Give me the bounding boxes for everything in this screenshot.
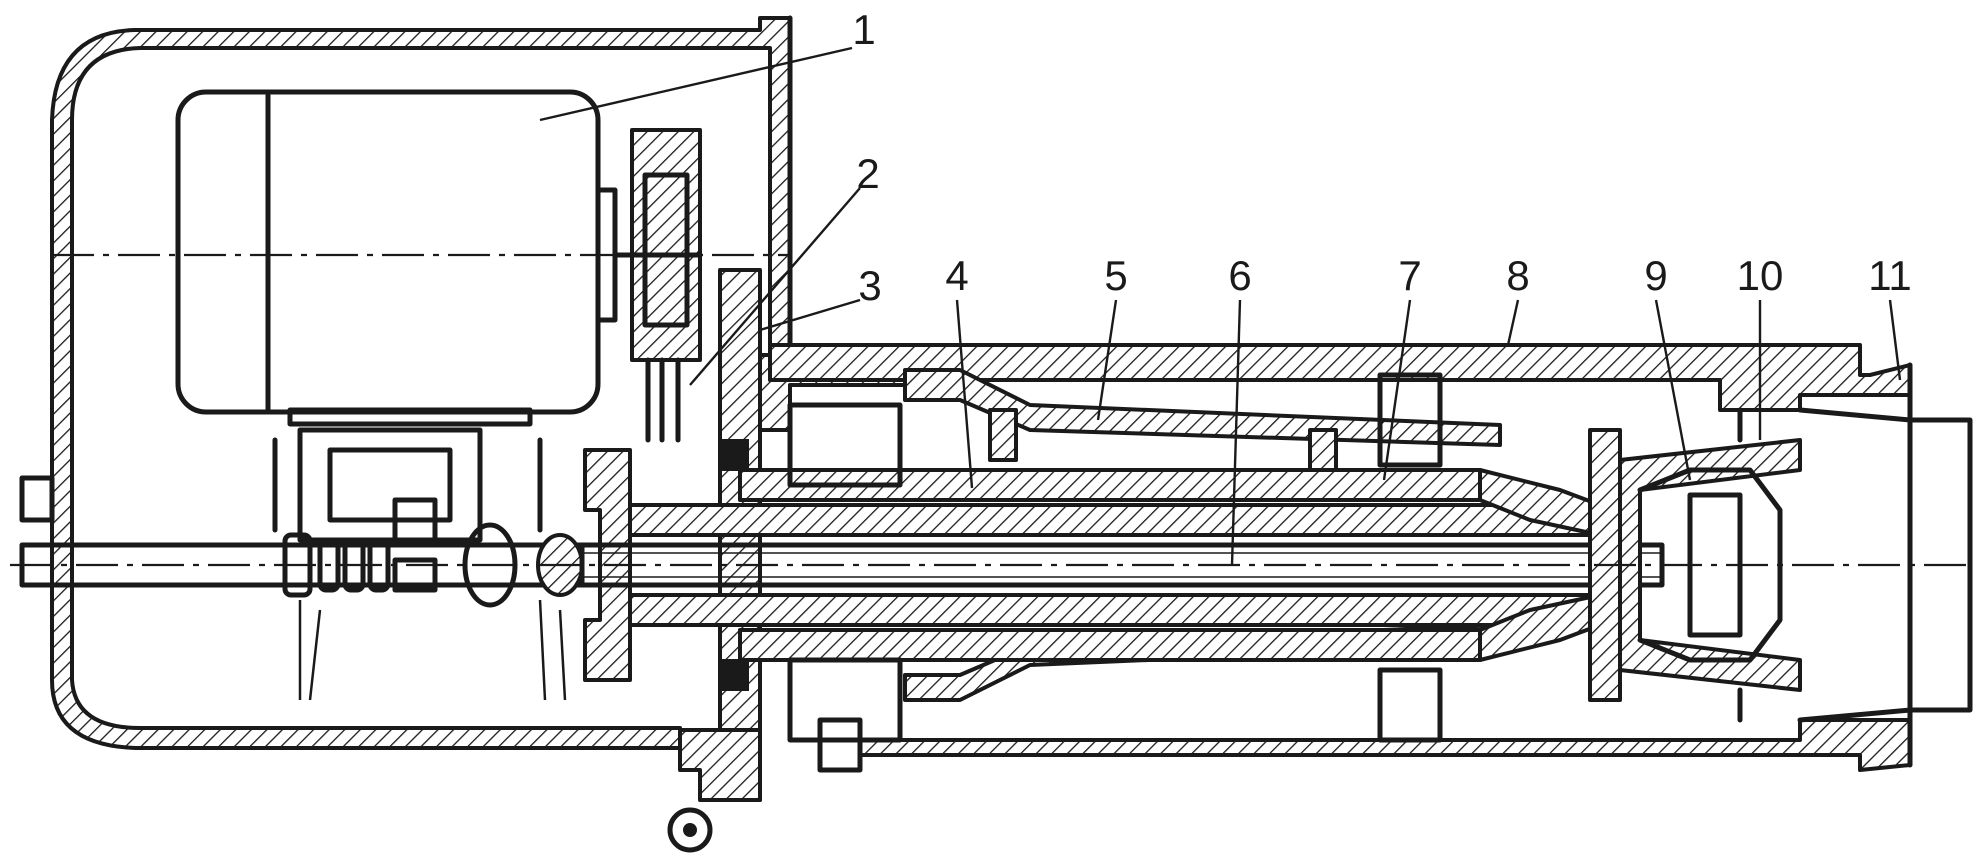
callout-4: 4 [945, 252, 968, 299]
callout-1: 1 [852, 6, 875, 53]
callout-9: 9 [1644, 252, 1667, 299]
pulley [612, 128, 703, 362]
callout-8: 8 [1506, 252, 1529, 299]
spindle-tube [628, 402, 1602, 743]
callout-6: 6 [1228, 252, 1251, 299]
callout-3: 3 [858, 262, 881, 309]
electric-motor [175, 89, 618, 427]
callout-2: 2 [856, 150, 879, 197]
leader-lines [539, 46, 1902, 566]
center-lines [10, 253, 1975, 567]
belt-rods [645, 357, 681, 443]
callout-10: 10 [1737, 252, 1784, 299]
callout-7: 7 [1398, 252, 1421, 299]
motor-mount [272, 427, 567, 701]
motor-housing [19, 15, 793, 750]
callout-11: 11 [1868, 252, 1912, 299]
callout-5: 5 [1104, 252, 1127, 299]
fittings [817, 408, 1338, 773]
callouts: 1 2 3 4 5 6 7 8 9 10 11 [852, 6, 1911, 309]
